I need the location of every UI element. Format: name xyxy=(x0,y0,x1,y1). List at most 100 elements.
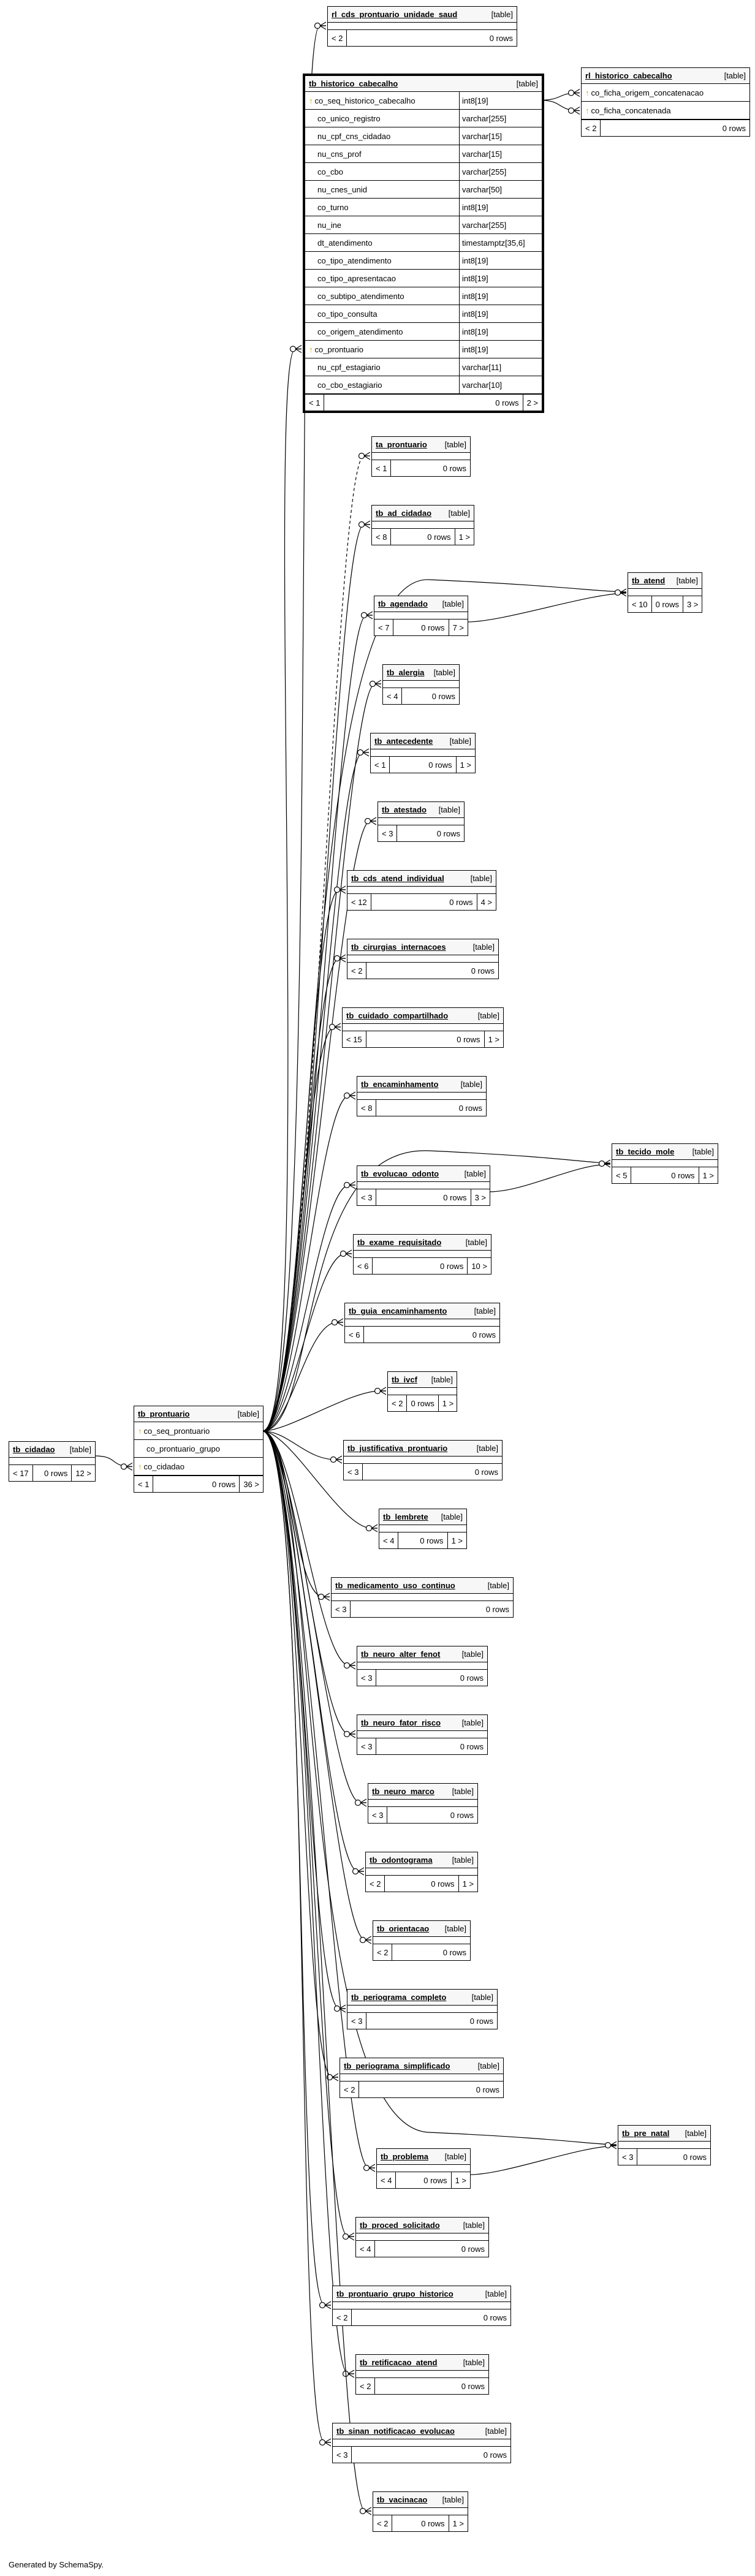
parents-count[interactable]: < 3 xyxy=(351,2016,363,2026)
table-name[interactable]: tb_vacinacao xyxy=(377,2495,428,2504)
table-name[interactable]: tb_lembrete xyxy=(383,1512,428,1521)
table-name[interactable]: tb_orientacao xyxy=(377,1924,430,1933)
table-name[interactable]: tb_encaminhamento xyxy=(361,1080,439,1089)
parents-count[interactable]: < 3 xyxy=(382,828,393,838)
children-count[interactable]: 1 > xyxy=(458,1876,477,1892)
children-count[interactable]: 1 > xyxy=(447,1532,466,1548)
column-row[interactable]: ↑co_ficha_concatenada xyxy=(582,102,749,119)
table-name[interactable]: tb_cirurgias_internacoes xyxy=(351,942,446,952)
children-count[interactable]: 1 > xyxy=(455,757,475,773)
children-count[interactable]: 1 > xyxy=(450,2172,470,2188)
parents-count[interactable]: < 2 xyxy=(377,2518,389,2528)
table-name[interactable]: tb_pre_natal xyxy=(622,2129,670,2138)
parents-count[interactable]: < 2 xyxy=(351,966,363,975)
table-tb-historico-cabecalho[interactable]: tb_historico_cabecalho[table]↑co_seq_his… xyxy=(303,74,544,413)
children-count[interactable]: 2 > xyxy=(522,395,542,411)
parents-count[interactable]: < 12 xyxy=(351,897,367,907)
table-name[interactable]: tb_ivcf xyxy=(392,1375,417,1384)
table-name[interactable]: tb_cds_atend_individual xyxy=(351,874,444,883)
table-name[interactable]: tb_tecido_mole xyxy=(616,1147,675,1156)
parents-count[interactable]: < 17 xyxy=(13,1468,29,1478)
children-count[interactable]: 12 > xyxy=(71,1465,95,1481)
parents-count[interactable]: < 2 xyxy=(336,2313,348,2322)
children-count[interactable]: 1 > xyxy=(698,1167,718,1183)
table-name[interactable]: rl_cds_prontuario_unidade_saud xyxy=(332,10,458,19)
table-name[interactable]: ta_prontuario xyxy=(376,440,427,449)
parents-count[interactable]: < 6 xyxy=(357,1261,369,1271)
children-count[interactable]: 1 > xyxy=(438,1395,457,1411)
table-name[interactable]: tb_exame_requisitado xyxy=(357,1238,442,1247)
parents-count[interactable]: < 3 xyxy=(361,1192,373,1202)
column-row[interactable]: ↑co_ficha_origem_concatenacao xyxy=(582,84,749,102)
table-name[interactable]: tb_cuidado_compartilhado xyxy=(346,1011,449,1020)
children-count[interactable]: 7 > xyxy=(448,619,468,635)
table-name[interactable]: tb_atend xyxy=(632,576,666,585)
parents-count[interactable]: < 15 xyxy=(346,1034,362,1044)
children-count[interactable]: 10 > xyxy=(467,1258,491,1274)
children-count[interactable]: 3 > xyxy=(682,596,702,612)
table-name[interactable]: tb_agendado xyxy=(378,599,428,608)
table-name[interactable]: tb_periograma_completo xyxy=(351,1993,447,2002)
parents-count[interactable]: < 6 xyxy=(349,1330,360,1339)
table-name[interactable]: tb_evolucao_odonto xyxy=(361,1169,439,1178)
table-name[interactable]: rl_historico_cabecalho xyxy=(585,71,672,80)
table-name[interactable]: tb_atestado xyxy=(382,805,427,814)
parents-count[interactable]: < 3 xyxy=(622,2152,634,2162)
table-name[interactable]: tb_retificacao_atend xyxy=(360,2358,438,2367)
parents-count[interactable]: < 8 xyxy=(361,1103,373,1113)
table-name[interactable]: tb_prontuario xyxy=(138,1409,190,1419)
parents-count[interactable]: < 2 xyxy=(360,2381,371,2391)
parents-count[interactable]: < 1 xyxy=(374,760,386,770)
table-name[interactable]: tb_guia_encaminhamento xyxy=(349,1306,447,1316)
parents-count[interactable]: < 2 xyxy=(585,123,597,133)
parents-count[interactable]: < 4 xyxy=(381,2175,392,2185)
table-name[interactable]: tb_historico_cabecalho xyxy=(309,79,398,88)
parents-count[interactable]: < 3 xyxy=(335,1604,347,1614)
parents-count[interactable]: < 1 xyxy=(309,398,321,407)
column-row[interactable]: ↑co_seq_prontuario xyxy=(134,1422,263,1440)
parents-count[interactable]: < 3 xyxy=(372,1810,384,1820)
column-row[interactable]: ↑co_cidadao xyxy=(134,1458,263,1476)
table-name[interactable]: tb_medicamento_uso_continuo xyxy=(335,1581,455,1590)
parents-count[interactable]: < 4 xyxy=(383,1536,395,1545)
parents-count[interactable]: < 2 xyxy=(392,1398,403,1408)
table-rl-cds-prontuario-unidade-saud[interactable]: rl_cds_prontuario_unidade_saud[table]< 2… xyxy=(327,6,517,47)
parents-count[interactable]: < 4 xyxy=(360,2244,371,2254)
